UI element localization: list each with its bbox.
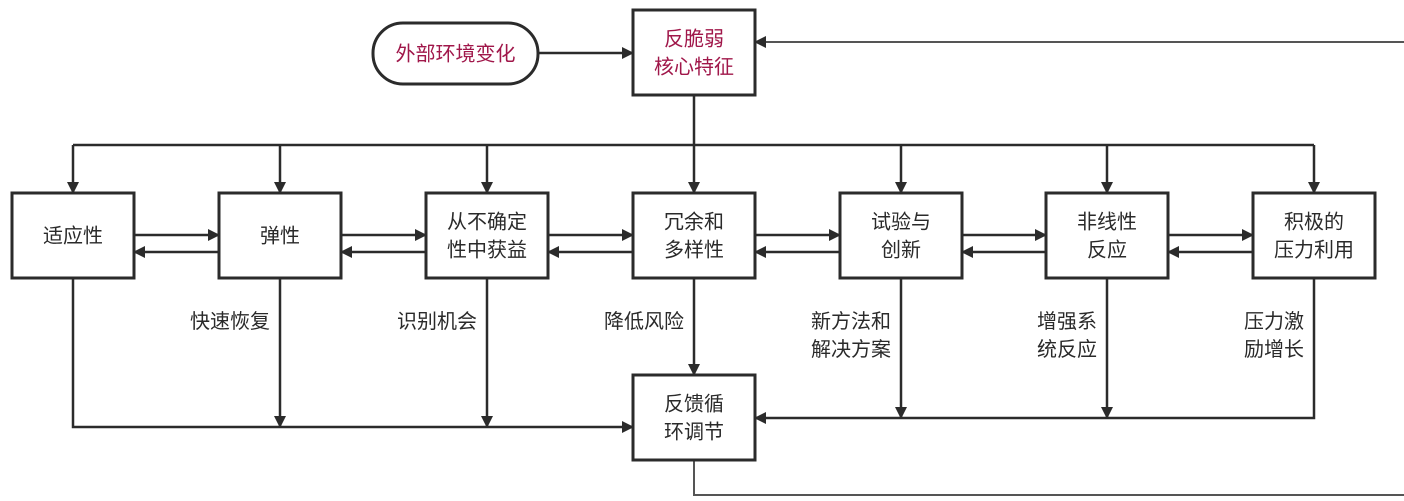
- node-nonlinear-response-label: 反应: [1087, 238, 1127, 262]
- node-adaptability-label: 适应性: [43, 224, 103, 248]
- node-adaptability: [10, 191, 136, 280]
- node-core-features-label: 反脆弱: [664, 27, 724, 51]
- node-experiment-innovation: [838, 191, 964, 280]
- node-feedback-loop: [631, 373, 757, 462]
- outcome-label-positive-stress-use: 压力激: [1244, 309, 1304, 333]
- node-positive-stress-use-label: 积极的: [1284, 210, 1344, 234]
- node-gain-from-uncertainty: [424, 191, 550, 280]
- node-positive-stress-use: [1251, 191, 1377, 280]
- node-core-features-label: 核心特征: [654, 55, 734, 79]
- node-external-change-label: 外部环境变化: [396, 42, 516, 66]
- edges: [67, 36, 1404, 496]
- node-nonlinear-response-label: 非线性: [1077, 210, 1137, 234]
- edge-right-feedback-bus: [754, 278, 1316, 424]
- outcome-label-nonlinear-response: 增强系: [1037, 309, 1097, 333]
- node-experiment-innovation-label: 试验与: [871, 210, 931, 234]
- node-redundancy-diversity-label: 多样性: [664, 238, 724, 262]
- node-core-features: [631, 8, 757, 97]
- node-gain-from-uncertainty-label: 从不确定: [447, 210, 527, 234]
- node-gain-from-uncertainty-label: 性中获益: [447, 238, 527, 262]
- outcome-label-experiment-innovation: 解决方案: [811, 337, 891, 361]
- node-positive-stress-use-label: 压力利用: [1274, 238, 1354, 262]
- outcome-label-resilience: 快速恢复: [190, 309, 270, 333]
- outcome-label-positive-stress-use: 励增长: [1244, 337, 1304, 361]
- outcome-label-gain-from-uncertainty: 识别机会: [397, 309, 477, 333]
- outcome-label-redundancy-diversity: 降低风险: [604, 309, 684, 333]
- node-nonlinear-response: [1044, 191, 1170, 280]
- node-resilience-label: 弹性: [260, 224, 300, 248]
- edge-left-feedback-bus: [71, 278, 634, 433]
- node-redundancy-diversity-label: 冗余和: [664, 210, 724, 234]
- node-feedback-loop-label: 反馈循: [664, 392, 724, 416]
- node-resilience: [217, 191, 343, 280]
- outcome-label-nonlinear-response: 统反应: [1037, 337, 1097, 361]
- node-feedback-loop-label: 环调节: [664, 420, 724, 444]
- node-experiment-innovation-label: 创新: [881, 238, 921, 262]
- outcome-label-experiment-innovation: 新方法和: [811, 309, 891, 333]
- edge-feedback-loop-bottom: [693, 460, 1404, 496]
- node-external-change: [371, 21, 540, 86]
- node-redundancy-diversity: [631, 191, 757, 280]
